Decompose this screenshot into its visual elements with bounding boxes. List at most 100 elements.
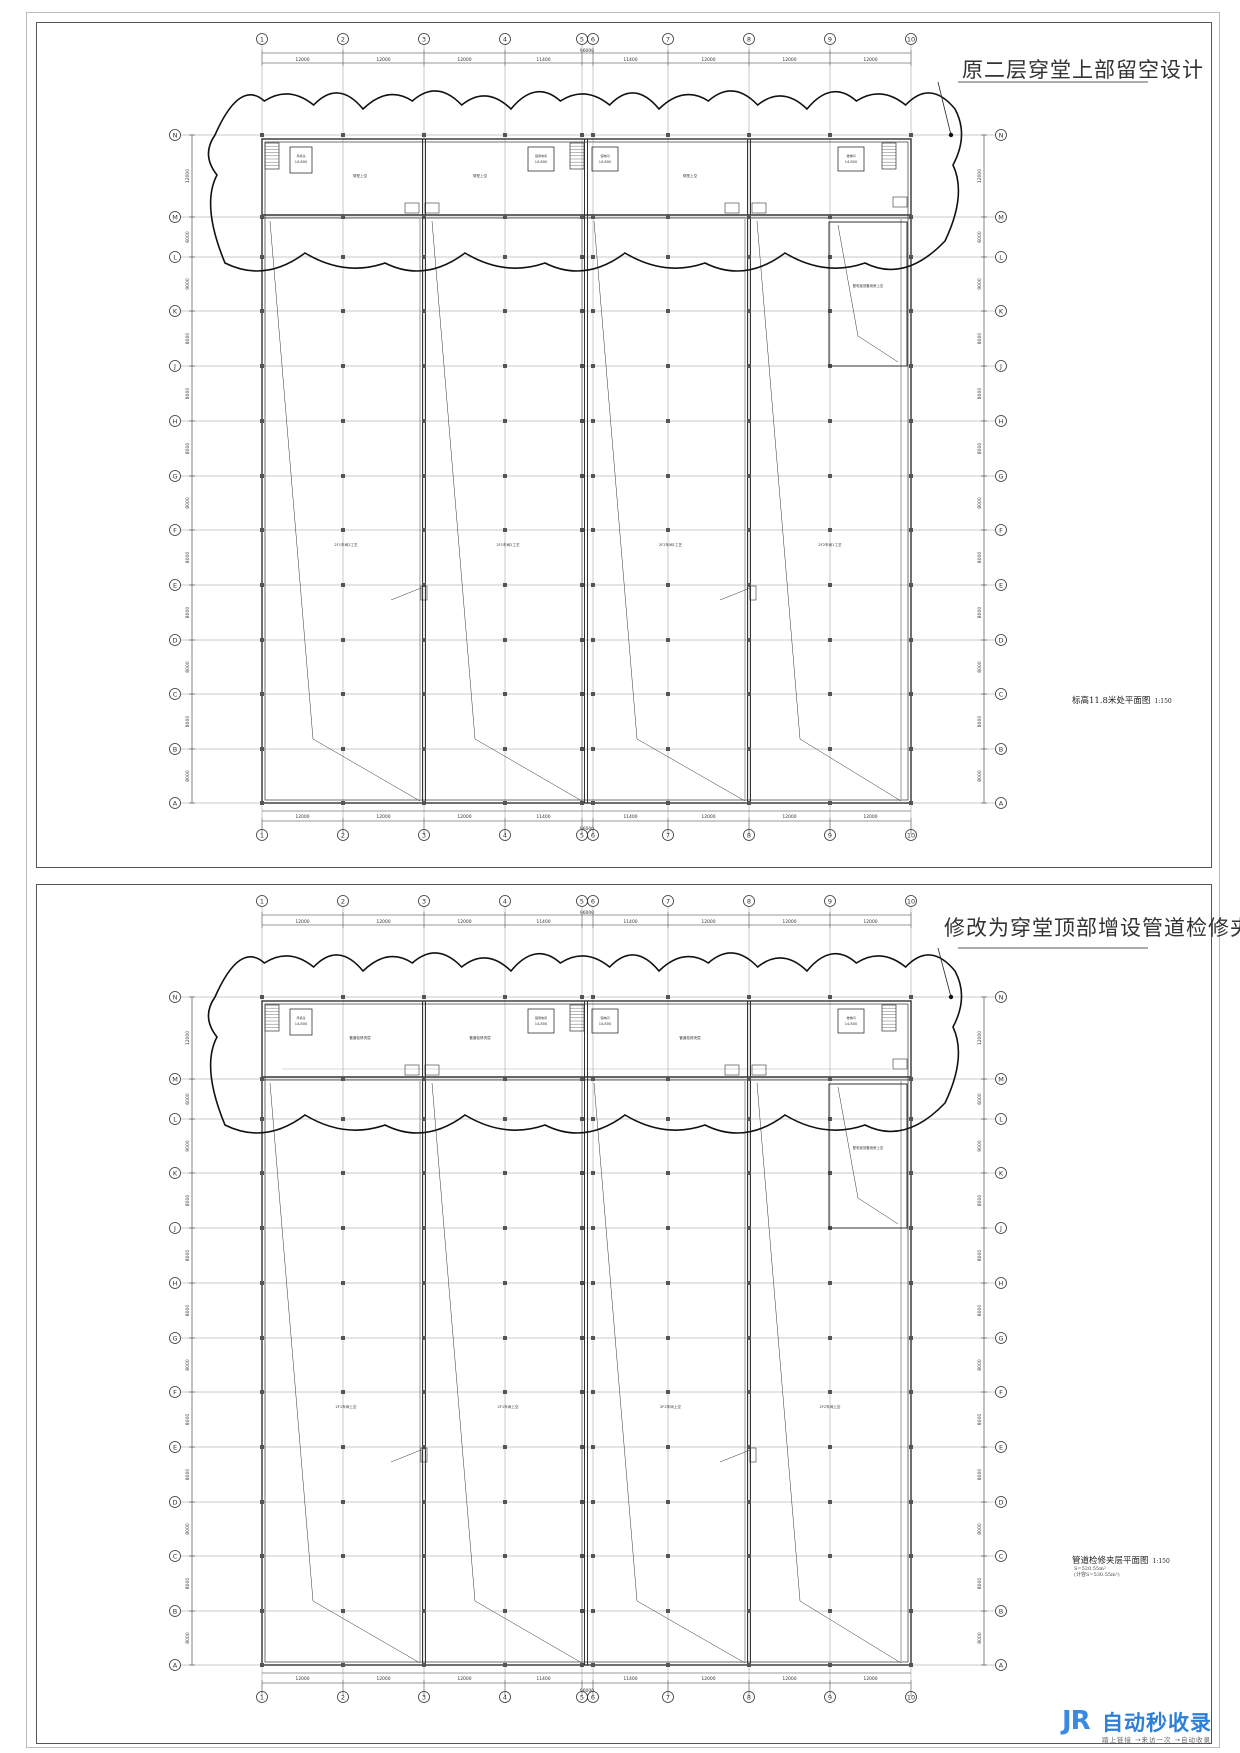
structural-column (341, 801, 345, 805)
column-bubble-label: 4 (503, 832, 507, 840)
structural-column (591, 474, 595, 478)
dimension-span: 12000 (295, 1676, 309, 1682)
bay-label: 2F1车间上空 (497, 1404, 518, 1409)
structural-column (260, 1554, 264, 1558)
structural-column (828, 1663, 832, 1667)
side-dimension-span: 9000 (977, 1140, 983, 1152)
row-bubble-label: F (999, 527, 1003, 535)
row-bubble-label: K (999, 308, 1004, 316)
watermark-name: 自动秒收录 (1102, 1711, 1212, 1735)
corridor-label: 穿堂上空 (473, 173, 488, 178)
structural-column (747, 309, 751, 313)
door-marker (420, 1447, 428, 1463)
service-room-label: 强电间 (600, 1015, 609, 1020)
structural-column (666, 638, 670, 642)
structural-column (747, 995, 751, 999)
structural-column (909, 215, 913, 219)
dimension-span: 11400 (623, 1676, 637, 1682)
watermark: JR 自动秒收录 踏上链接 →来访一次 →自动收录 (1062, 1706, 1222, 1750)
column-bubble-label: 7 (666, 898, 670, 906)
structural-column (666, 1663, 670, 1667)
structural-column (666, 419, 670, 423)
column-bubble (499, 895, 511, 907)
dimension-span: 12000 (782, 57, 796, 63)
structural-column (260, 255, 264, 259)
structural-column (503, 1077, 507, 1081)
structural-column (422, 1117, 426, 1121)
row-bubble-label: E (173, 1444, 177, 1452)
corridor-door (424, 202, 440, 214)
row-bubble-label: L (173, 254, 177, 262)
structural-column (909, 638, 913, 642)
structural-column (828, 1554, 832, 1558)
side-dimension-span: 8000 (185, 1578, 191, 1590)
dimension-span: 12000 (701, 57, 715, 63)
revision-cloud (207, 952, 963, 1134)
stair (569, 142, 585, 170)
column-bubble (905, 33, 917, 45)
side-dimension-span: 8000 (977, 661, 983, 673)
row-bubble (169, 415, 181, 427)
column-bubble-label: 8 (747, 1694, 751, 1702)
structural-column (422, 419, 426, 423)
side-dimension-span: 8000 (977, 333, 983, 345)
structural-column (828, 1500, 832, 1504)
structural-column (591, 638, 595, 642)
structural-column (260, 364, 264, 368)
structural-column (828, 638, 832, 642)
row-bubble (995, 1550, 1007, 1562)
structural-column (747, 133, 751, 137)
structural-column (591, 1500, 595, 1504)
side-dimension-span: 8000 (185, 1195, 191, 1207)
column-bubble-label: 5 (580, 36, 584, 44)
plan-area-note: S=520.55m² (计容S=530.55m²) (1074, 1566, 1120, 1578)
service-room (527, 1008, 555, 1034)
structural-column (260, 1077, 264, 1081)
row-bubble-label: J (999, 363, 1002, 371)
structural-column (341, 1117, 345, 1121)
column-bubble-label: 4 (503, 1694, 507, 1702)
column-bubble (662, 33, 674, 45)
row-bubble-label: H (999, 418, 1004, 426)
service-room (527, 146, 555, 172)
row-bubble (995, 1659, 1007, 1671)
structural-column (909, 419, 913, 423)
structural-column (747, 1445, 751, 1449)
structural-column (747, 1077, 751, 1081)
structural-column (341, 747, 345, 751)
row-bubble (995, 1167, 1007, 1179)
row-bubble-label: M (172, 214, 178, 222)
dimension-span: 11400 (536, 1676, 550, 1682)
side-dimension-span: 8000 (185, 1359, 191, 1371)
side-dimension-span: 8000 (185, 443, 191, 455)
diagonal-line (756, 220, 902, 802)
row-bubble-label: G (998, 473, 1003, 481)
corridor-door (751, 202, 767, 214)
diagonal-line (269, 220, 421, 802)
column-bubble (256, 895, 268, 907)
structural-column (591, 801, 595, 805)
row-bubble-label: N (999, 994, 1004, 1002)
structural-column (591, 1281, 595, 1285)
structural-column (341, 692, 345, 696)
bay-label: 2F2车间1工艺 (659, 542, 683, 547)
column-bubble (824, 33, 836, 45)
row-bubble-label: G (998, 1335, 1003, 1343)
equipment-room-label: 配电室设备用房上空 (853, 1145, 884, 1150)
dimension-span: 12000 (457, 919, 471, 925)
row-bubble-label: M (998, 1076, 1004, 1084)
row-bubble (169, 470, 181, 482)
side-dimension-span: 6000 (185, 1093, 191, 1105)
structural-column (422, 747, 426, 751)
row-bubble (995, 797, 1007, 809)
column-bubble-label: 2 (341, 1694, 345, 1702)
structural-column (909, 474, 913, 478)
structural-column (909, 1336, 913, 1340)
row-bubble-label: M (998, 214, 1004, 222)
structural-column (341, 1554, 345, 1558)
structural-column (591, 1390, 595, 1394)
row-bubble (169, 1222, 181, 1234)
structural-column (422, 474, 426, 478)
structural-column (422, 255, 426, 259)
